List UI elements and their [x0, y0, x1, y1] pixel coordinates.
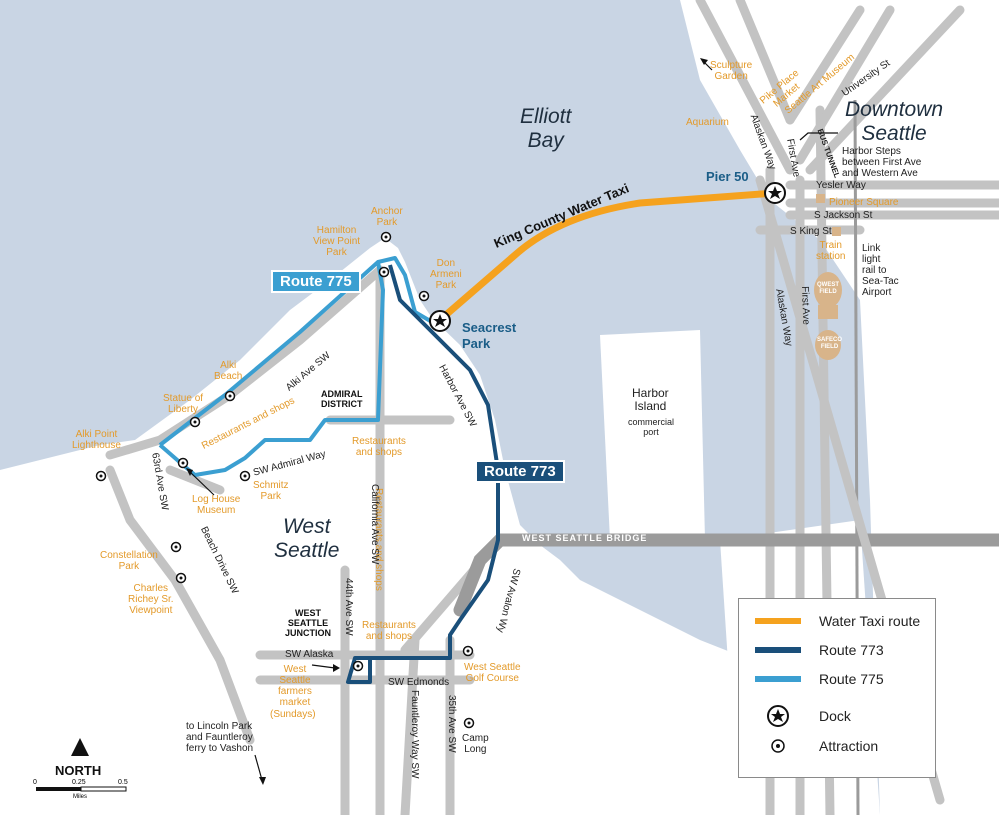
north-arrow-icon	[71, 738, 89, 756]
elliott-bay-label: Elliott Bay	[520, 105, 572, 153]
scale-025: 0.25	[72, 779, 86, 786]
street-44th-ave: 44th Ave SW	[343, 578, 354, 636]
restaurants-junction-label: Restaurants and shops	[362, 620, 416, 642]
seacrest-park-label: Seacrest Park	[462, 320, 517, 352]
legend-water-taxi: Water Taxi route	[755, 610, 920, 632]
legend-route-775: Route 775	[755, 668, 884, 690]
route-773-label: Route 773	[475, 460, 565, 483]
harbor-island	[600, 330, 705, 540]
roads	[105, 0, 999, 815]
street-35th-ave: 35th Ave SW	[446, 695, 457, 753]
log-house-label: Log House Museum	[192, 494, 241, 516]
street-king: S King St	[790, 226, 832, 237]
legend-route-775-swatch	[755, 676, 801, 682]
restaurants-admiral-label: Restaurants and shops	[352, 436, 406, 458]
sculpture-garden-label: Sculpture Garden	[710, 60, 753, 82]
safeco-field-shape	[815, 330, 841, 360]
hamilton-park-label: Hamilton View Point Park	[313, 225, 361, 258]
dock-pier50	[764, 182, 786, 204]
lincoln-park-note: to Lincoln Park and Fauntleroy ferry to …	[186, 721, 254, 754]
street-california-ave: California Ave SW	[369, 484, 380, 565]
legend: Water Taxi route Route 773 Route 775 Doc…	[738, 598, 936, 778]
west-seattle-junction-label: WEST SEATTLE JUNCTION	[285, 608, 332, 638]
legend-dock: Dock	[755, 705, 851, 727]
schmitz-park-label: Schmitz Park	[253, 480, 289, 502]
legend-water-taxi-swatch	[755, 618, 801, 624]
street-west-seattle-bridge: WEST SEATTLE BRIDGE	[522, 533, 648, 543]
legend-route-773: Route 773	[755, 639, 884, 661]
street-first-ave-south: First Ave	[799, 286, 812, 326]
street-yesler-way: Yesler Way	[816, 180, 866, 191]
aquarium-label: Aquarium	[686, 117, 729, 128]
golf-course-label: West Seattle Golf Course	[464, 662, 521, 684]
water-taxi-line	[436, 189, 779, 324]
camp-long-label: Camp Long	[462, 733, 489, 755]
anchor-park-label: Anchor Park	[371, 206, 403, 228]
scale-0: 0	[33, 779, 37, 786]
street-sw-edmonds: SW Edmonds	[388, 677, 450, 688]
route-775-label: Route 775	[271, 270, 361, 293]
street-sw-alaska: SW Alaska	[285, 649, 334, 660]
farmers-market-label: West Seattle farmers market	[278, 664, 312, 708]
harbor-island-label: Harbor Island	[632, 386, 669, 414]
alki-point-label: Alki Point Lighthouse	[72, 429, 121, 451]
dock-icon	[755, 704, 801, 728]
dock-seacrest	[429, 310, 451, 332]
safeco-field-label: SAFECO FIELD	[817, 337, 843, 350]
legend-attraction-text: Attraction	[819, 738, 879, 754]
street-jackson: S Jackson St	[814, 210, 873, 221]
charles-richey-label: Charles Richey Sr. Viewpoint	[128, 583, 174, 616]
pioneer-square-label: Pioneer Square	[829, 197, 899, 208]
qwest-field-shape	[814, 272, 842, 308]
west-seattle-bridge	[453, 533, 999, 617]
legend-route-773-text: Route 773	[819, 642, 884, 658]
admiral-district-label: ADMIRAL DISTRICT	[321, 389, 363, 409]
harbor-island-sub-label: commercial port	[628, 417, 675, 437]
west-seattle-label: West Seattle	[274, 515, 340, 563]
don-armeni-label: Don Armeni Park	[430, 258, 462, 291]
legend-route-773-swatch	[755, 647, 801, 653]
scale-unit: Miles	[73, 794, 88, 800]
legend-dock-text: Dock	[819, 708, 851, 724]
constellation-park-label: Constellation Park	[100, 550, 158, 572]
route-773-line	[346, 264, 500, 684]
street-fauntleroy: Fauntleroy Way SW	[409, 690, 420, 779]
alki-beach-label: Alki Beach	[214, 360, 243, 382]
attraction-icon	[755, 738, 801, 754]
farmers-sundays-label: (Sundays)	[270, 709, 316, 720]
pier-50-label: Pier 50	[706, 169, 749, 184]
legend-attraction: Attraction	[755, 735, 878, 757]
link-rail-note: Link light rail to Sea-Tac Airport	[862, 243, 899, 298]
statue-of-liberty-label: Statue of Liberty	[163, 393, 204, 415]
legend-route-775-text: Route 775	[819, 671, 884, 687]
downtown-seattle-label: Downtown Seattle	[845, 98, 944, 146]
legend-water-taxi-text: Water Taxi route	[819, 613, 921, 629]
qwest-field-label: QWEST FIELD	[817, 282, 839, 295]
train-station-label: Train station	[816, 240, 846, 262]
harbor-steps-note: Harbor Steps between First Ave and Weste…	[842, 146, 922, 179]
north-label: NORTH	[55, 763, 102, 778]
scale-05: 0.5	[118, 779, 128, 786]
